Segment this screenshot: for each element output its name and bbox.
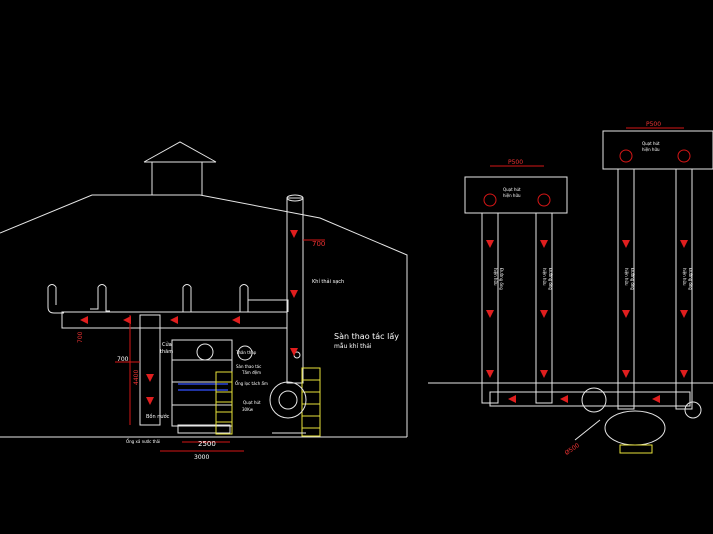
dim-700-mid: 700 <box>117 356 129 363</box>
right-flow-arrows <box>486 240 688 403</box>
dim-700-left: 700 <box>77 331 84 343</box>
label-khi-sach: Khí thải sạch <box>312 278 344 285</box>
label-san-thao-tac: Sàn thao tác <box>236 364 261 369</box>
duct-label-a2: hiện hữu <box>493 268 498 286</box>
duct-label-d2: hiện hữu <box>682 268 687 286</box>
label-bon-nuoc: Bồn nước <box>146 412 170 420</box>
dim-4400: 4400 <box>133 370 140 385</box>
duct-label-b1: Đường ống <box>548 268 553 290</box>
label-ong-loc: Ống lọc tách ẩm <box>235 381 268 386</box>
label-san-2: mẫu khí thải <box>334 343 372 350</box>
dim-3000: 3000 <box>194 454 209 461</box>
dim-700-top: 700 <box>312 240 325 248</box>
duct-label-d1: Đường ống <box>688 268 693 290</box>
dim-p500-right: P500 <box>646 121 661 128</box>
duct-label-c2: hiện hữu <box>624 268 629 286</box>
label-than-thap: Thân tháp <box>235 350 257 355</box>
stack <box>269 194 321 437</box>
dim-d500: Ø500 <box>564 442 581 457</box>
right-vertical-ducts <box>481 168 702 454</box>
box-right-label-2: hiện hữu <box>642 147 660 152</box>
label-quat: Quạt hút <box>243 400 261 405</box>
dim-p500-left: P500 <box>508 159 523 166</box>
label-cua: Cửa <box>162 341 172 348</box>
box-right-label-1: Quạt hút <box>642 141 660 146</box>
label-san-1: Sàn thao tác lấy <box>334 331 399 341</box>
label-tam-dem: Tấm đệm <box>241 370 261 375</box>
label-quat-kw: 30Kw <box>242 407 254 412</box>
fan-box-left <box>464 165 568 214</box>
box-left-label-2: hiện hữu <box>503 193 521 198</box>
duct-labels: Đường ống hiện hữu Đường ống hiện hữu Đư… <box>493 268 693 290</box>
box-left-label-1: Quạt hút <box>503 187 521 192</box>
label-ong-xa: Ống xả nước thải <box>126 439 160 444</box>
fan-box-right <box>602 127 713 170</box>
building-outline <box>0 141 408 438</box>
duct-label-b2: hiện hữu <box>542 268 547 286</box>
label-tham: thăm <box>160 349 173 355</box>
left-dimensions <box>115 239 325 452</box>
duct-label-c1: Đường ống <box>630 268 635 290</box>
left-flow-arrows <box>80 230 298 405</box>
duct-label-a1: Đường ống <box>499 268 504 290</box>
dim-2500: 2500 <box>198 440 216 448</box>
tower-ladder <box>215 371 233 435</box>
